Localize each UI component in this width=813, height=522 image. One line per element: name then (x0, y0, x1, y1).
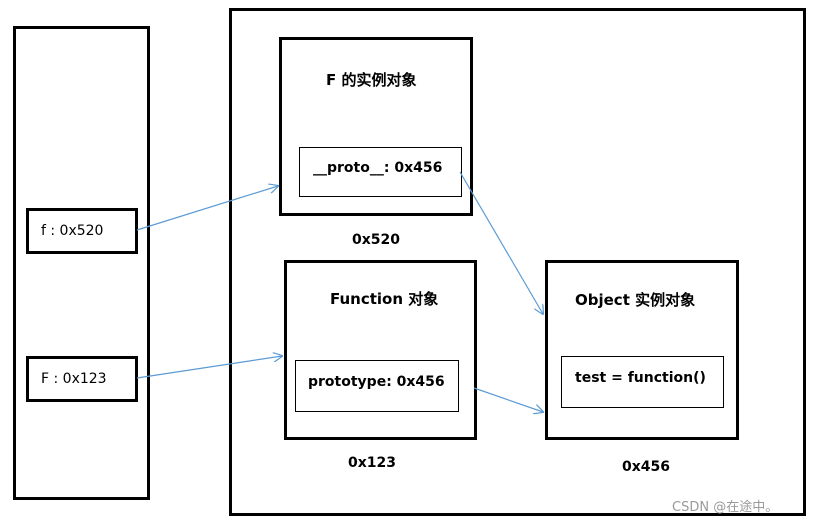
f-instance-proto-label: __proto__: 0x456 (313, 160, 443, 176)
function-object-address: 0x123 (348, 455, 396, 471)
stack-var-f-label: f : 0x520 (41, 223, 104, 239)
object-instance-title: Object 实例对象 (575, 291, 696, 309)
arrow-F-to-function (136, 356, 282, 379)
f-instance-address: 0x520 (352, 232, 400, 248)
arrow-prototype-to-object (473, 387, 543, 412)
object-instance-test-field: test = function() (561, 356, 724, 408)
object-instance-address: 0x456 (622, 459, 670, 475)
function-object: Function 对象 prototype: 0x456 (284, 260, 477, 440)
function-object-prototype-label: prototype: 0x456 (308, 374, 445, 390)
f-instance-proto-field: __proto__: 0x456 (299, 147, 462, 197)
f-instance-object: F 的实例对象 __proto__: 0x456 (279, 37, 473, 216)
arrow-proto-to-object (459, 171, 543, 314)
stack-var-F: F : 0x123 (26, 356, 138, 402)
f-instance-title: F 的实例对象 (326, 71, 417, 89)
stack-var-F-label: F : 0x123 (41, 371, 107, 387)
watermark: CSDN @在途中。 (672, 500, 779, 515)
arrow-f-to-instance (136, 186, 278, 231)
function-object-prototype-field: prototype: 0x456 (295, 360, 459, 412)
object-instance: Object 实例对象 test = function() (545, 260, 739, 440)
object-instance-test-label: test = function() (575, 370, 706, 386)
stack-frame (13, 26, 150, 500)
function-object-title: Function 对象 (330, 290, 439, 308)
stack-var-f: f : 0x520 (26, 208, 138, 254)
